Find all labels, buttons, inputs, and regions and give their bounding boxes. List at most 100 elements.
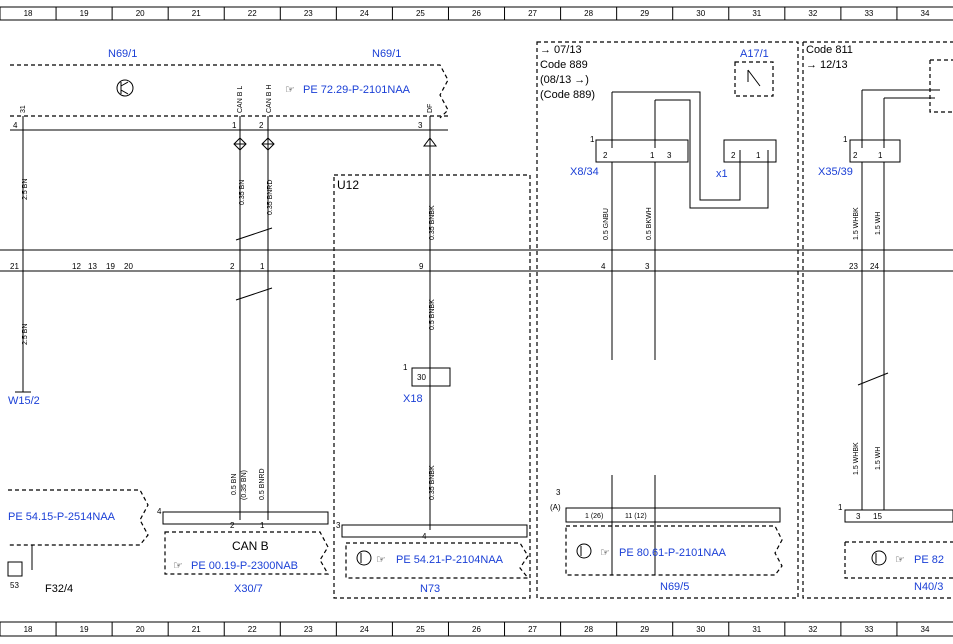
x8-pin-2: 2 xyxy=(603,151,608,160)
grid-number: 23 xyxy=(304,9,313,18)
grid-number: 21 xyxy=(192,9,201,18)
pin-2: 2 xyxy=(259,121,264,130)
ref-pe-80[interactable]: PE 80.61-P-2101NAA xyxy=(619,547,727,559)
code-date-1213: → 12/13 xyxy=(806,59,848,71)
code-889-b: (Code 889) xyxy=(540,89,595,101)
grid-number: 18 xyxy=(24,625,33,634)
grid-number: 33 xyxy=(864,625,873,634)
label-x35-39[interactable]: X35/39 xyxy=(818,166,853,178)
label-x8-34[interactable]: X8/34 xyxy=(570,166,599,178)
label-n73[interactable]: N73 xyxy=(420,583,440,595)
ref-pe-54-21[interactable]: PE 54.21-P-2104NAA xyxy=(396,554,504,566)
n40-pin-15: 15 xyxy=(873,512,882,521)
grid-number: 31 xyxy=(752,625,761,634)
grid-number: 31 xyxy=(752,9,761,18)
grid-number: 27 xyxy=(528,625,537,634)
x35-pin-1b: 1 xyxy=(878,151,883,160)
grid-number: 30 xyxy=(696,625,705,634)
label-n40-3[interactable]: N40/3 xyxy=(914,581,943,593)
wire-label-11: 1.5 WH xyxy=(875,212,882,235)
grid-number: 24 xyxy=(360,9,369,18)
wire-label-14b: (0.35 BN) xyxy=(241,470,248,500)
code-date-0813: (08/13 →) xyxy=(540,74,589,86)
grid-number: 19 xyxy=(80,9,89,18)
grid-number: 34 xyxy=(921,625,930,634)
wire-label-3: 0.35 BN xyxy=(239,180,246,205)
n69-5-pin-a: (A) xyxy=(550,503,561,512)
transistor-icon xyxy=(116,79,134,97)
reference-hand-icon: ☞ xyxy=(285,84,295,96)
wire-label-10: 1.5 WHBK xyxy=(853,207,860,240)
grid-number: 28 xyxy=(584,625,593,634)
wire-label-8: 0.5 GNBU xyxy=(603,208,610,240)
pin-can-b-h: CAN B H xyxy=(266,85,273,113)
wire-label-12: 1.5 WHBK xyxy=(853,442,860,475)
grid-number: 29 xyxy=(640,625,649,634)
grid-number: 22 xyxy=(248,9,257,18)
ref-pe-00-19[interactable]: PE 00.19-P-2300NAB xyxy=(191,560,298,572)
x35-pin-2: 2 xyxy=(853,151,858,160)
label-n69-1-right[interactable]: N69/1 xyxy=(372,48,401,60)
reference-hand-icon: ☞ xyxy=(376,554,386,566)
pin-9-bus: 9 xyxy=(419,262,424,271)
n69-5-pin-11: 11 (12) xyxy=(625,513,647,520)
transistor-icon xyxy=(576,543,592,559)
label-w15-2[interactable]: W15/2 xyxy=(8,395,40,407)
wire-label-14a: 0.5 BN xyxy=(231,474,238,495)
ref-pe-82[interactable]: PE 82 xyxy=(914,554,944,566)
pin-4-bus: 4 xyxy=(601,262,606,271)
grid-number: 33 xyxy=(864,9,873,18)
x35-pin-1: 1 xyxy=(843,135,848,144)
grid-number: 32 xyxy=(808,9,817,18)
n40-pin-1: 1 xyxy=(838,503,843,512)
reference-hand-icon: ☞ xyxy=(173,560,183,572)
wire-label-6: 0.5 BNBK xyxy=(429,299,436,330)
connector-diamond-icon xyxy=(233,137,437,151)
pin-df: DF xyxy=(427,104,434,113)
grid-number: 18 xyxy=(24,9,33,18)
label-f32-4[interactable]: F32/4 xyxy=(45,583,73,595)
grid-number: 24 xyxy=(360,625,369,634)
grid-number: 29 xyxy=(640,9,649,18)
grid-number: 28 xyxy=(584,9,593,18)
grid-number: 21 xyxy=(192,625,201,634)
label-u12[interactable]: U12 xyxy=(337,178,359,192)
ref-pe-54-15[interactable]: PE 54.15-P-2514NAA xyxy=(8,511,116,523)
ref-pe-72[interactable]: PE 72.29-P-2101NAA xyxy=(303,84,411,96)
pin-20: 20 xyxy=(124,262,133,271)
label-n69-1-left[interactable]: N69/1 xyxy=(108,48,137,60)
pin-53: 53 xyxy=(10,581,19,590)
x8-pin-3: 3 xyxy=(667,151,672,160)
transistor-icon xyxy=(871,550,887,566)
pin-2-bus: 2 xyxy=(230,262,235,271)
code-889-a: Code 889 xyxy=(540,59,588,71)
n40-pin-3: 3 xyxy=(856,512,861,521)
grid-number: 20 xyxy=(136,9,145,18)
pin-3-bus: 3 xyxy=(645,262,650,271)
label-a17-1[interactable]: A17/1 xyxy=(740,48,769,60)
pin-21: 21 xyxy=(10,262,19,271)
code-date-0713: → 07/13 xyxy=(540,44,582,56)
label-x1[interactable]: x1 xyxy=(716,168,728,180)
pin-12: 12 xyxy=(72,262,81,271)
x30-pin-4: 4 xyxy=(157,507,162,516)
pin-23-bus: 23 xyxy=(849,262,858,271)
n73-pin-3: 3 xyxy=(336,521,341,530)
wire-label-1: 2.5 BN xyxy=(22,179,29,200)
pin-31: 31 xyxy=(20,105,27,113)
grid-number: 27 xyxy=(528,9,537,18)
grid-ruler-bottom xyxy=(0,621,953,637)
grid-number: 26 xyxy=(472,9,481,18)
label-n69-5[interactable]: N69/5 xyxy=(660,581,689,593)
transistor-icon xyxy=(356,550,372,566)
grid-number: 30 xyxy=(696,9,705,18)
grid-number: 26 xyxy=(472,625,481,634)
label-x18[interactable]: X18 xyxy=(403,393,423,405)
pin-3: 3 xyxy=(418,121,423,130)
n73-pin-4: 4 xyxy=(422,532,427,541)
wire-label-15: 0.5 BNRD xyxy=(259,468,266,500)
label-x30-7[interactable]: X30/7 xyxy=(234,583,263,595)
code-811: Code 811 xyxy=(806,44,853,56)
